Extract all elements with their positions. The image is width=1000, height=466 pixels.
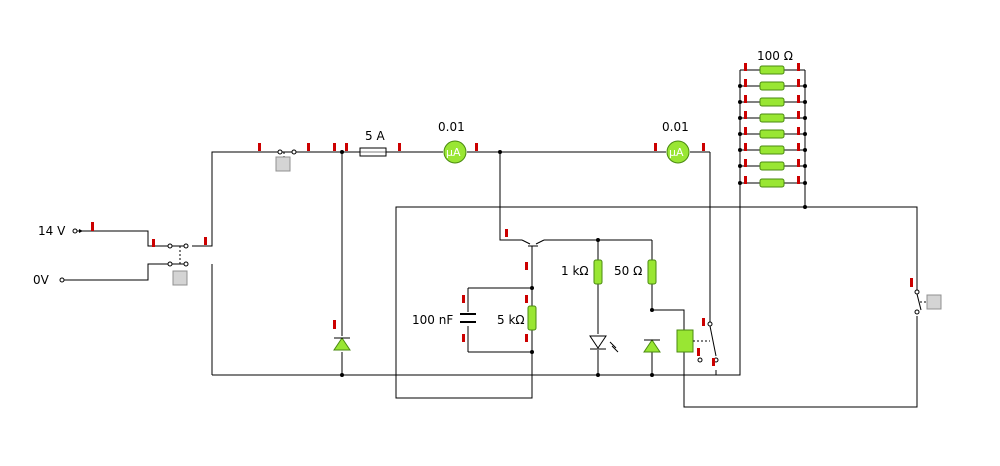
resistor-led[interactable]: 1 kΩ <box>561 259 603 285</box>
resistor-icon <box>759 81 785 91</box>
transistor[interactable] <box>505 229 545 270</box>
top-switch[interactable] <box>258 143 316 172</box>
led-icon <box>589 335 619 353</box>
supply-14v: 14 V <box>38 222 94 238</box>
zener-right[interactable] <box>643 339 661 353</box>
meter-1[interactable]: 0.01 µA <box>438 120 478 164</box>
resistor-icon <box>759 65 785 75</box>
switch-icon <box>697 318 719 366</box>
relay-icon <box>676 329 694 353</box>
resistor-icon <box>759 161 785 171</box>
zener-left[interactable] <box>333 320 351 351</box>
resistor-icon <box>759 97 785 107</box>
resistor-zener[interactable]: 50 Ω <box>614 259 657 285</box>
resistor-bank-rows <box>738 63 807 209</box>
pushbutton-right[interactable] <box>910 278 942 315</box>
resistor-icon <box>759 145 785 155</box>
resistor-zener-label: 50 Ω <box>614 264 642 278</box>
meter-2[interactable]: 0.01 µA <box>654 120 705 164</box>
top-switch-button[interactable] <box>275 156 291 172</box>
meter-1-unit: µA <box>446 146 461 159</box>
resistor-bank-label: 100 Ω <box>757 49 793 63</box>
wires <box>62 70 918 408</box>
junctions <box>340 150 654 377</box>
led[interactable] <box>589 335 619 353</box>
meter-1-reading: 0.01 <box>438 120 465 134</box>
main-switch[interactable] <box>152 237 207 286</box>
switch-icon <box>258 143 316 158</box>
resistor-icon <box>759 178 785 188</box>
main-switch-button[interactable] <box>172 270 188 286</box>
fuse-label: 5 A <box>365 129 385 143</box>
ammeter-icon <box>666 140 690 164</box>
switch-icon <box>152 237 207 267</box>
relay[interactable] <box>676 318 719 366</box>
ground-label: 0V <box>33 273 50 287</box>
pushbutton-right-button[interactable] <box>926 294 942 310</box>
transistor-icon <box>505 229 545 270</box>
capacitor-label: 100 nF <box>412 313 453 327</box>
ammeter-icon <box>443 140 467 164</box>
capacitor[interactable]: 100 nF <box>412 295 476 342</box>
meter-2-unit: µA <box>669 146 684 159</box>
resistor-icon <box>759 113 785 123</box>
diode-icon <box>643 339 661 353</box>
resistor-icon <box>647 259 657 285</box>
resistor-icon <box>759 129 785 139</box>
ground-0v: 0V <box>33 273 65 287</box>
terminal-markers <box>333 143 336 151</box>
resistor-emitter-label: 5 kΩ <box>497 313 525 327</box>
resistor-icon <box>593 259 603 285</box>
resistor-led-label: 1 kΩ <box>561 264 589 278</box>
fuse[interactable]: 5 A <box>345 129 401 157</box>
resistor-icon <box>527 305 537 331</box>
resistor-emitter[interactable]: 5 kΩ <box>497 295 537 342</box>
resistor-bank[interactable]: 100 Ω <box>738 49 807 209</box>
supply-label: 14 V <box>38 224 66 238</box>
pushbutton-icon <box>910 278 928 315</box>
diode-icon <box>333 337 351 351</box>
capacitor-icon <box>460 313 476 323</box>
meter-2-reading: 0.01 <box>662 120 689 134</box>
